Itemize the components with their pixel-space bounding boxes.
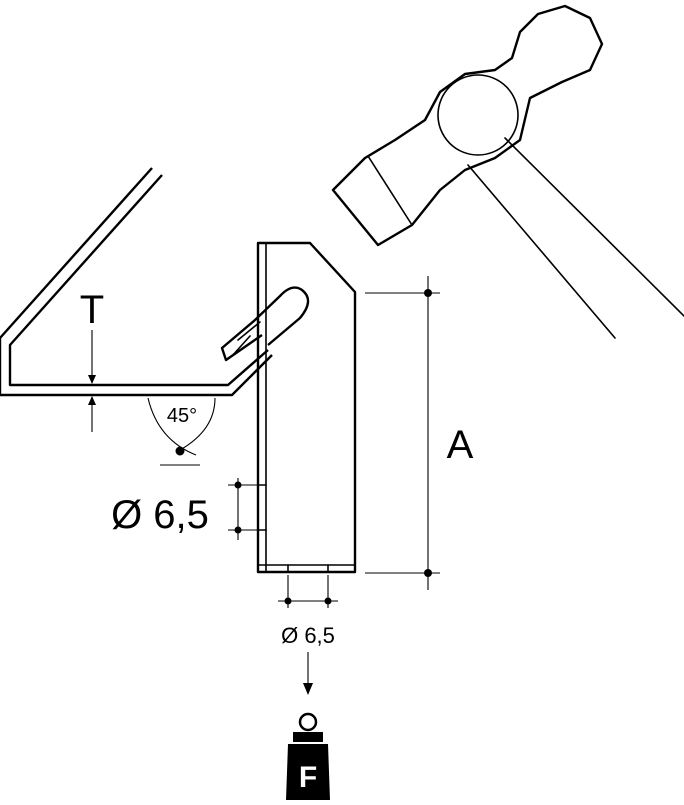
force-indicator: [303, 652, 313, 695]
hammer-handle-edge-lower: [467, 164, 616, 339]
weight-ring: [298, 712, 318, 732]
dimension-side-hole: Ø 6,5: [111, 478, 258, 540]
angle-arc-left: [147, 397, 197, 456]
a-dot-top: [424, 289, 432, 297]
bottom-hole-label: Ø 6,5: [281, 623, 335, 648]
side-hole-dot-top: [234, 481, 242, 489]
bent-sheet: [0, 167, 310, 397]
dimension-height: A: [365, 276, 474, 590]
sheet-inner-edge: [8, 174, 269, 387]
thickness-label: T: [80, 288, 104, 332]
t-arrow-down: [88, 375, 96, 384]
hammer-handle-edge-upper: [504, 137, 684, 318]
force-arrow-head: [303, 683, 313, 695]
dimension-bottom-hole: Ø 6,5: [278, 575, 338, 648]
hammer-peen-circle: [437, 74, 519, 156]
a-dot-bottom: [424, 569, 432, 577]
dimension-thickness: T: [80, 288, 104, 432]
angle-vertex-dot: [175, 446, 185, 456]
sheet-slot-hatch: [231, 321, 261, 357]
bottom-hole-dot-left: [284, 597, 292, 605]
hammer-icon: [331, 4, 684, 339]
weight-body: [286, 744, 330, 800]
hammer-head-outline: [331, 4, 604, 247]
hammer-face-line: [367, 155, 413, 226]
sheet-slot: [220, 286, 310, 362]
bottom-hole-dot-right: [324, 597, 332, 605]
weight-neck: [293, 732, 323, 742]
bracket: [256, 241, 357, 574]
angle-arc-right: [179, 397, 216, 451]
height-label: A: [447, 423, 474, 467]
side-hole-label: Ø 6,5: [111, 493, 209, 537]
dimension-angle: 45°: [147, 397, 216, 466]
t-arrow-up: [88, 396, 96, 405]
force-label: F: [299, 761, 317, 794]
angle-label: 45°: [167, 405, 197, 427]
sheet-outer-edge: [0, 167, 273, 397]
side-hole-dot-bottom: [234, 526, 242, 534]
bracket-outline: [256, 241, 357, 574]
weight-icon: F: [286, 712, 330, 800]
